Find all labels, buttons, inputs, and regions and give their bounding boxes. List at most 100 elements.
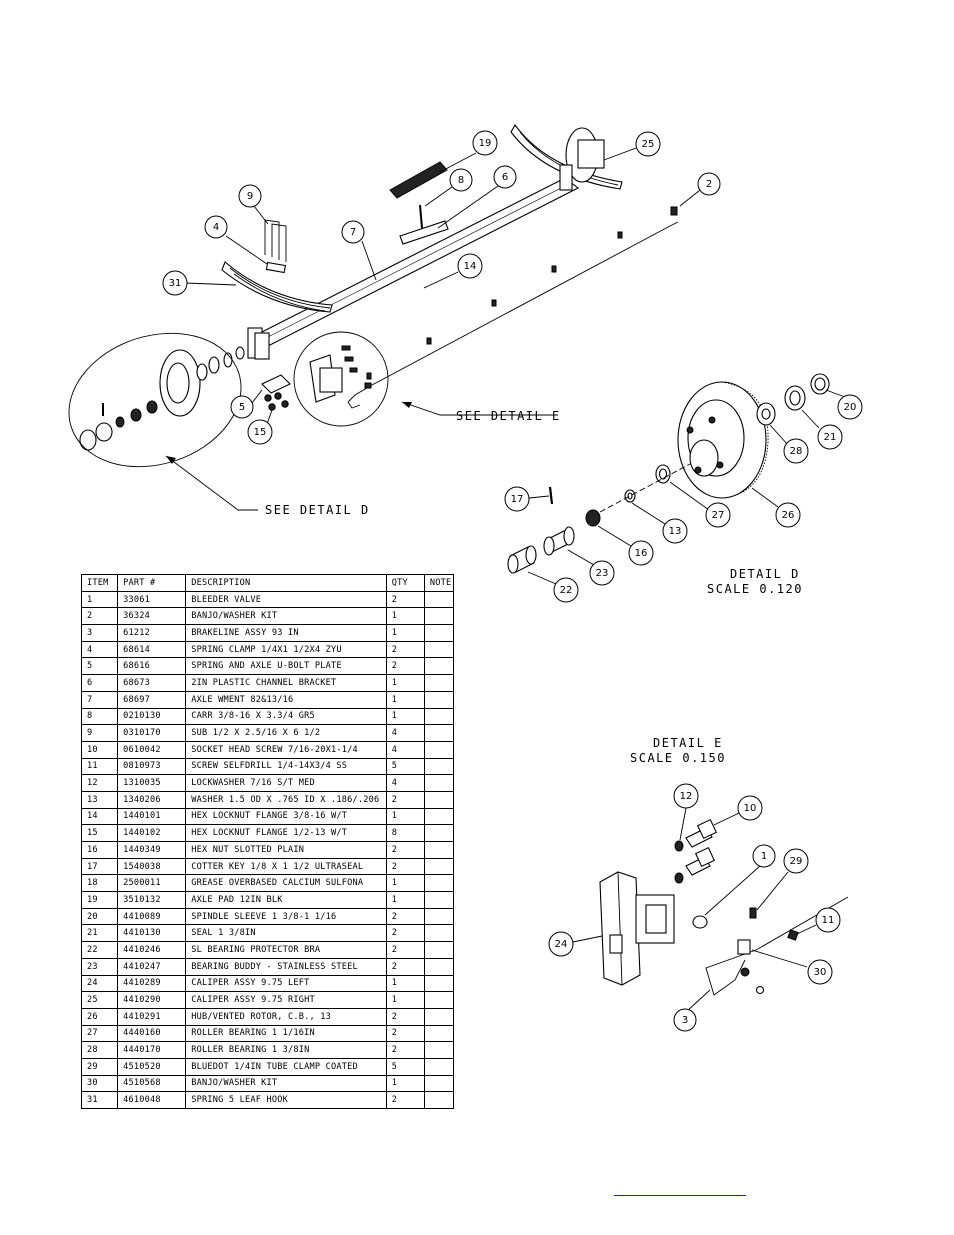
- callout-number: 10: [744, 803, 757, 814]
- leader-lines-detail-d: [527, 389, 846, 585]
- cell-item: 25: [80, 991, 119, 1009]
- cell-part-number: 0610042: [117, 740, 187, 759]
- cell-qty: 1: [385, 974, 425, 993]
- callout-number: 5: [239, 402, 245, 413]
- detail-e-boundary: [293, 331, 389, 427]
- cell-qty: 2: [385, 907, 425, 926]
- leaf-spring-right: [510, 123, 623, 190]
- callout-22: 22: [553, 577, 579, 603]
- cell-part-number: 0210130: [117, 707, 187, 726]
- cell-part-number: 4610048: [117, 1091, 187, 1109]
- callout-31: 31: [162, 270, 188, 296]
- callout-30: 30: [807, 959, 833, 985]
- callout-2: 2: [697, 172, 721, 196]
- callout-number: 7: [350, 227, 356, 238]
- see-detail-e-label: SEE DETAIL E: [456, 409, 561, 423]
- lockwasher: [674, 840, 684, 852]
- cell-description: SL BEARING PROTECTOR BRA: [185, 941, 387, 959]
- banjo-fitting: [737, 939, 751, 955]
- header-part-number: PART #: [117, 574, 187, 592]
- detail-e-title: DETAIL E: [653, 736, 723, 750]
- cell-note: [423, 640, 455, 659]
- cell-part-number: 2500011: [117, 874, 187, 893]
- cell-note: [423, 624, 455, 642]
- callout-28: 28: [783, 438, 809, 464]
- detail-d-drawing: [507, 373, 830, 574]
- cell-part-number: 68616: [117, 657, 187, 676]
- cell-description: BANJO/WASHER KIT: [185, 1074, 387, 1093]
- callout-number: 27: [712, 510, 725, 521]
- cell-qty: 8: [385, 824, 425, 842]
- cell-part-number: 4410290: [117, 991, 187, 1009]
- detail-d-scale: SCALE 0.120: [707, 582, 803, 596]
- cell-qty: 1: [385, 991, 425, 1009]
- brake-line-detail: [705, 896, 849, 996]
- cell-note: [423, 774, 455, 792]
- callout-27: 27: [705, 502, 731, 528]
- cell-note: [423, 590, 455, 609]
- u-bolt-plate: [261, 374, 291, 394]
- cell-part-number: 4410289: [117, 974, 187, 993]
- callout-number: 25: [642, 139, 655, 150]
- cell-qty: 1: [385, 874, 425, 893]
- cell-item: 18: [80, 874, 119, 893]
- callout-number: 20: [844, 402, 857, 413]
- callout-number: 3: [682, 1015, 688, 1026]
- cell-item: 29: [80, 1057, 119, 1076]
- cell-description: COTTER KEY 1/8 X 1 1/2 ULTRASEAL: [185, 857, 387, 876]
- callout-1: 1: [752, 844, 776, 868]
- tube-clamps: [366, 231, 623, 380]
- axle-pad: [389, 161, 448, 199]
- cell-part-number: 68697: [117, 690, 187, 709]
- u-bolt: [264, 219, 280, 260]
- cell-item: 16: [80, 841, 119, 859]
- cell-qty: 2: [385, 640, 425, 659]
- cell-item: 12: [80, 774, 119, 792]
- cell-note: [423, 974, 455, 993]
- arrowheads: [166, 402, 412, 464]
- cell-description: 2IN PLASTIC CHANNEL BRACKET: [185, 674, 387, 692]
- cell-description: HEX NUT SLOTTED PLAIN: [185, 841, 387, 859]
- cell-part-number: 1440101: [117, 807, 187, 826]
- cell-description: LOCKWASHER 7/16 S/T MED: [185, 774, 387, 792]
- callout-21: 21: [817, 424, 843, 450]
- callout-number: 9: [247, 191, 253, 202]
- cell-description: SPINDLE SLEEVE 1 3/8-1 1/16: [185, 907, 387, 926]
- table-header-row: ITEM PART # DESCRIPTION QTY NOTE: [80, 574, 455, 592]
- callout-13: 13: [662, 518, 688, 544]
- cell-note: [423, 674, 455, 692]
- callout-number: 29: [790, 856, 803, 867]
- cell-part-number: 4410291: [117, 1007, 187, 1026]
- cell-qty: 2: [385, 1007, 425, 1026]
- callout-6: 6: [493, 165, 517, 189]
- cell-item: 31: [80, 1091, 119, 1109]
- cell-part-number: 4410247: [117, 957, 187, 976]
- cell-part-number: 3510132: [117, 891, 187, 909]
- header-description: DESCRIPTION: [185, 574, 387, 592]
- callout-5: 5: [230, 395, 254, 419]
- header-qty: QTY: [385, 574, 425, 592]
- cell-item: 15: [80, 824, 119, 842]
- cell-item: 20: [80, 907, 119, 926]
- cell-part-number: 1440349: [117, 841, 187, 859]
- callout-number: 13: [669, 526, 682, 537]
- footer-link[interactable]: [614, 1182, 746, 1196]
- header-note: NOTE: [423, 574, 455, 592]
- callout-9: 9: [238, 184, 262, 208]
- cell-part-number: 1310035: [117, 774, 187, 792]
- cell-qty: 1: [385, 707, 425, 726]
- callout-25: 25: [635, 131, 661, 157]
- bleeder-valve: [692, 915, 708, 929]
